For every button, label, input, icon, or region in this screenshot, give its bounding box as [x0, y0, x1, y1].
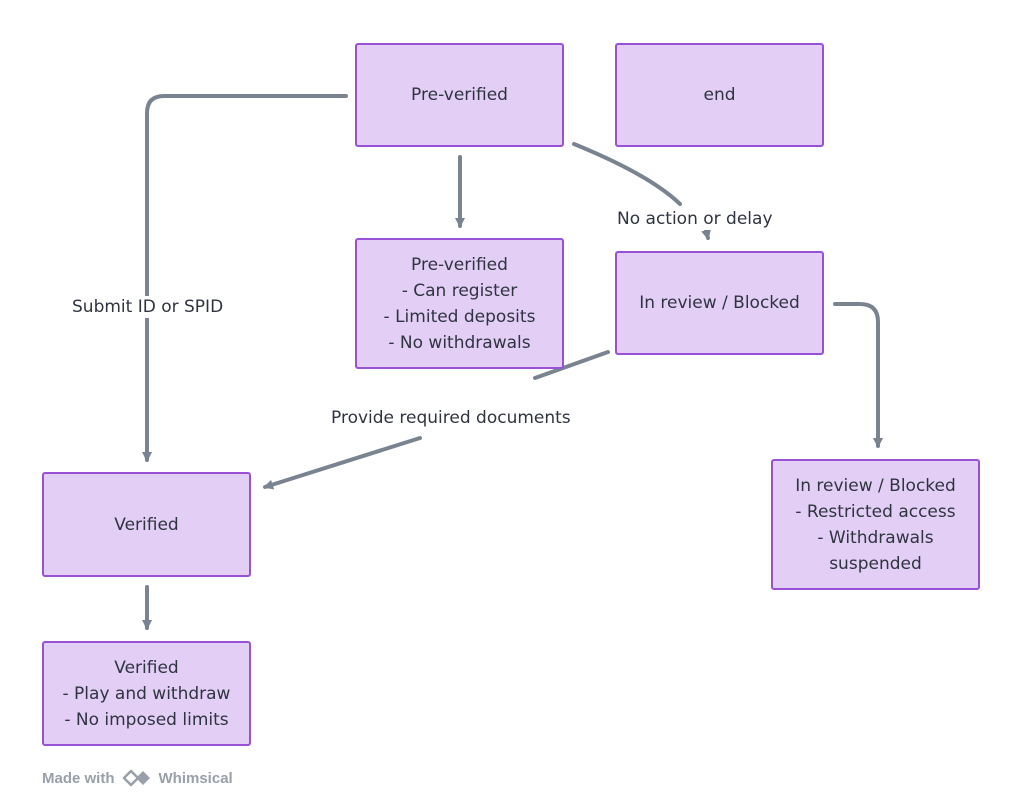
node-in-review-details[interactable]: In review / Blocked - Restricted access … [771, 459, 980, 590]
node-in-review-label: In review / Blocked [639, 293, 800, 313]
edge-provide-docs-upper [533, 350, 610, 380]
node-in-review[interactable]: In review / Blocked [615, 251, 824, 355]
edge-no-action-tip [701, 228, 711, 240]
edge-no-action [572, 142, 682, 206]
edge-label-no-action: No action or delay [617, 208, 773, 230]
node-verified[interactable]: Verified [42, 472, 251, 577]
node-pre-verified-label: Pre-verified [411, 85, 508, 105]
node-pre-verified[interactable]: Pre-verified [355, 43, 564, 147]
watermark-brand: Whimsical [158, 769, 233, 787]
edge-label-submit-id: Submit ID or SPID [72, 296, 224, 318]
node-end-label: end [703, 85, 736, 105]
watermark[interactable]: Made with Whimsical [42, 766, 233, 790]
node-verified-label: Verified [114, 514, 179, 535]
edge-in-review-to-details [833, 302, 883, 448]
watermark-made-with: Made with [42, 769, 115, 787]
edge-submit-id [142, 94, 348, 462]
node-verified-details-label: Verified - Play and withdraw - No impose… [62, 657, 231, 730]
whimsical-logo-icon [121, 768, 153, 788]
edge-label-provide-docs: Provide required documents [331, 407, 571, 429]
edge-provide-docs-lower [263, 436, 422, 490]
node-verified-details[interactable]: Verified - Play and withdraw - No impose… [42, 641, 251, 746]
node-end[interactable]: end [615, 43, 824, 147]
node-pre-verified-details[interactable]: Pre-verified - Can register - Limited de… [355, 238, 564, 369]
node-pre-verified-details-label: Pre-verified - Can register - Limited de… [383, 254, 536, 353]
node-in-review-details-label: In review / Blocked - Restricted access … [795, 475, 956, 574]
